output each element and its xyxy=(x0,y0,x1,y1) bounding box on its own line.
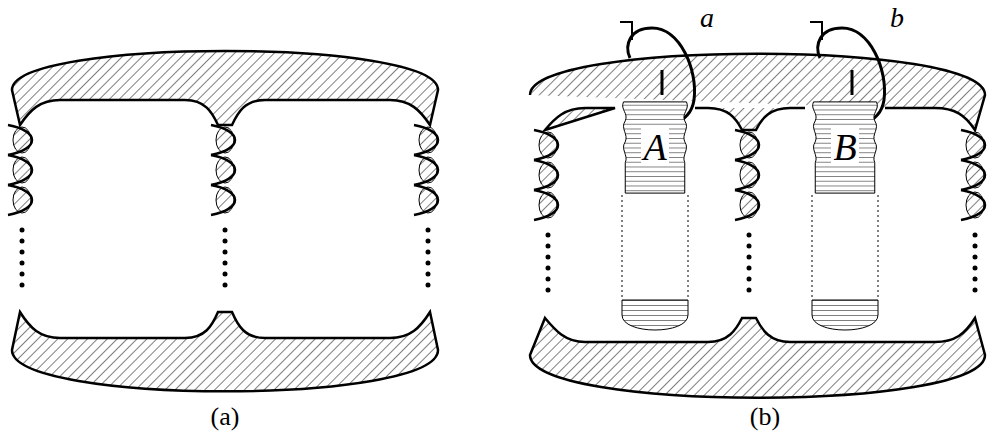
twist-edge xyxy=(414,155,438,185)
seifert-surface-b xyxy=(530,22,985,398)
twist-edge xyxy=(534,190,558,220)
twist-edge xyxy=(735,130,759,160)
ellipsis-dot xyxy=(973,255,978,260)
twist-edge xyxy=(8,155,32,185)
loop-label: a xyxy=(700,4,714,32)
ellipsis-dot xyxy=(20,283,25,288)
spanning-disk: A xyxy=(620,100,690,195)
spanning-disk: B xyxy=(810,100,880,195)
twist-edge xyxy=(211,125,235,155)
panel-caption: (b) xyxy=(750,404,780,430)
ellipsis-dot xyxy=(426,283,431,288)
twist-edge xyxy=(414,125,438,155)
seifert-surface-a xyxy=(8,51,438,391)
disk-label: A xyxy=(641,128,668,166)
twist-lobe xyxy=(13,127,31,153)
ellipsis-dot xyxy=(223,261,228,266)
twist-edge xyxy=(414,185,438,215)
twist-lobe xyxy=(419,187,437,213)
ellipsis-dot xyxy=(546,244,551,249)
twist-edge xyxy=(8,125,32,155)
ellipsis-dot xyxy=(223,283,228,288)
ellipsis-dot xyxy=(973,288,978,293)
twist-edge xyxy=(211,185,235,215)
ellipsis-dot xyxy=(546,266,551,271)
disk-label: B xyxy=(831,128,858,166)
ellipsis-dot xyxy=(223,250,228,255)
twist-lobe xyxy=(539,192,557,218)
ellipsis-dot xyxy=(747,277,752,282)
ellipsis-dot xyxy=(973,233,978,238)
twist-lobe xyxy=(539,132,557,158)
twist-lobe xyxy=(216,157,234,183)
ellipsis-dot xyxy=(20,272,25,277)
twist-lobe xyxy=(419,127,437,153)
ellipsis-dot xyxy=(426,239,431,244)
twist-lobe xyxy=(13,187,31,213)
ellipsis-dot xyxy=(747,244,752,249)
ellipsis-dot xyxy=(973,244,978,249)
twist-edge xyxy=(534,130,558,160)
ellipsis-dot xyxy=(223,228,228,233)
ellipsis-dot xyxy=(546,255,551,260)
ellipsis-dot xyxy=(223,272,228,277)
ellipsis-dot xyxy=(973,266,978,271)
twist-lobe xyxy=(740,132,758,158)
ellipsis-dot xyxy=(747,233,752,238)
ellipsis-dot xyxy=(546,288,551,293)
ellipsis-dot xyxy=(747,255,752,260)
ellipsis-dot xyxy=(20,250,25,255)
twist-lobe xyxy=(539,162,557,188)
ellipsis-dot xyxy=(747,288,752,293)
twist-lobe xyxy=(216,127,234,153)
twist-lobe xyxy=(740,192,758,218)
twist-lobe xyxy=(966,162,984,188)
ellipsis-dot xyxy=(20,239,25,244)
twist-edge xyxy=(961,160,985,190)
ellipsis-dot xyxy=(546,277,551,282)
twist-edge xyxy=(735,190,759,220)
ellipsis-dot xyxy=(223,239,228,244)
twist-edge xyxy=(735,160,759,190)
ellipsis-dot xyxy=(426,272,431,277)
ellipsis-dot xyxy=(426,228,431,233)
twist-lobe xyxy=(966,192,984,218)
twist-lobe xyxy=(740,162,758,188)
ellipsis-dot xyxy=(973,277,978,282)
twist-lobe xyxy=(966,132,984,158)
twist-edge xyxy=(534,160,558,190)
panel-caption: (a) xyxy=(211,404,240,430)
twist-edge xyxy=(211,155,235,185)
twist-lobe xyxy=(13,157,31,183)
ellipsis-dot xyxy=(747,266,752,271)
twist-lobe xyxy=(419,157,437,183)
loop-label: b xyxy=(890,4,904,32)
twist-edge xyxy=(961,130,985,160)
twist-edge xyxy=(8,185,32,215)
ellipsis-dot xyxy=(20,261,25,266)
ellipsis-dot xyxy=(426,250,431,255)
twist-edge xyxy=(961,190,985,220)
ellipsis-dot xyxy=(20,228,25,233)
ellipsis-dot xyxy=(546,233,551,238)
twist-lobe xyxy=(216,187,234,213)
ellipsis-dot xyxy=(426,261,431,266)
